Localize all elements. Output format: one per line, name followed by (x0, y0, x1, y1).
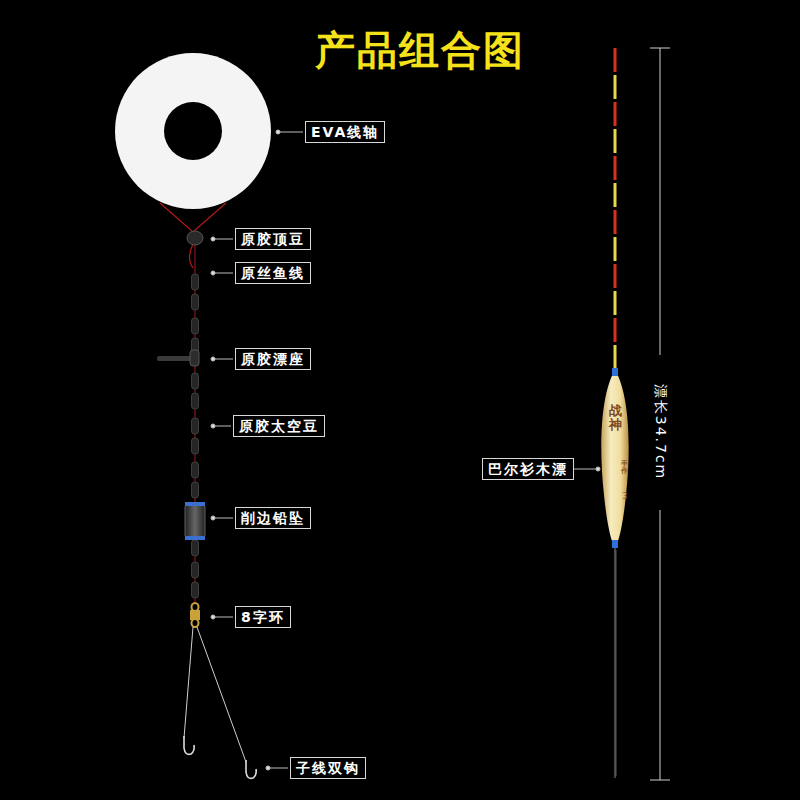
tip-stripe (614, 129, 617, 153)
eva-spool (115, 53, 271, 209)
space-bean (192, 562, 199, 578)
tip-stripe (614, 156, 617, 180)
space-bean (192, 373, 199, 389)
tip-stripe (614, 183, 617, 207)
callout-box: 原丝鱼线 (235, 262, 311, 284)
callout-box: EVA线轴 (305, 121, 385, 143)
tip-stripe (614, 210, 617, 234)
tip-stripe (614, 75, 617, 99)
float-mark: 手作 (621, 461, 628, 476)
space-bean (192, 438, 199, 454)
float-tip (614, 48, 617, 368)
space-bean (192, 318, 199, 334)
float-ring (612, 540, 618, 548)
space-bean (192, 418, 199, 434)
callout-text: 原胶漂座 (241, 351, 305, 367)
float-ring (612, 368, 618, 376)
hook-link (197, 627, 246, 762)
tip-stripe (614, 102, 617, 126)
tip-stripe (614, 345, 617, 368)
float-body (601, 370, 628, 546)
callout-text: EVA线轴 (311, 124, 379, 140)
callout-text: 原丝鱼线 (241, 265, 305, 281)
leader-lines (211, 130, 600, 770)
callout-box: 子线双钩 (290, 757, 366, 779)
tip-stripe (614, 291, 617, 315)
lead-sinker (185, 504, 205, 538)
space-bean (192, 462, 199, 478)
space-beans (192, 274, 199, 598)
spool-hole (164, 102, 222, 160)
float-seat (190, 350, 199, 366)
space-bean (192, 274, 199, 290)
dimension-line (650, 48, 670, 780)
tip-stripe (614, 48, 617, 72)
sinker-cap (185, 502, 205, 506)
hook (184, 736, 194, 754)
title: 产品组合图 (315, 23, 525, 78)
line-tail (190, 244, 194, 268)
stop-bead (187, 231, 203, 245)
float-number: 3 (623, 492, 628, 501)
callout-text: 原胶太空豆 (239, 418, 319, 434)
sinker-cap (185, 536, 205, 540)
callout-text: 削边铅坠 (241, 510, 305, 526)
float-stem-shine (616, 550, 617, 776)
space-bean (192, 540, 199, 556)
callout-text: 原胶顶豆 (241, 231, 305, 247)
dimension-label: 漂长34.7cm (651, 384, 669, 481)
callout-box: 原胶太空豆 (233, 415, 325, 437)
swivel (191, 603, 199, 627)
callout-box: 8字环 (235, 606, 291, 628)
float-seat (157, 356, 193, 361)
callout-box: 原胶顶豆 (235, 228, 311, 250)
main-line (160, 203, 226, 232)
hook-link (184, 627, 193, 738)
callout-box: 原胶漂座 (235, 348, 311, 370)
tip-stripe (614, 264, 617, 288)
space-bean (192, 482, 199, 498)
space-bean (192, 582, 199, 598)
float-stem (614, 548, 616, 778)
callout-box: 削边铅坠 (235, 507, 311, 529)
float-brand: 战神 (609, 404, 622, 433)
tip-stripe (614, 318, 617, 342)
space-bean (192, 294, 199, 310)
hook (246, 760, 256, 778)
space-bean (192, 393, 199, 409)
callout-text: 巴尔衫木漂 (488, 461, 568, 477)
callout-text: 8字环 (241, 609, 285, 625)
callout-text: 子线双钩 (296, 760, 360, 776)
tip-stripe (614, 237, 617, 261)
callout-box: 巴尔衫木漂 (482, 458, 574, 480)
